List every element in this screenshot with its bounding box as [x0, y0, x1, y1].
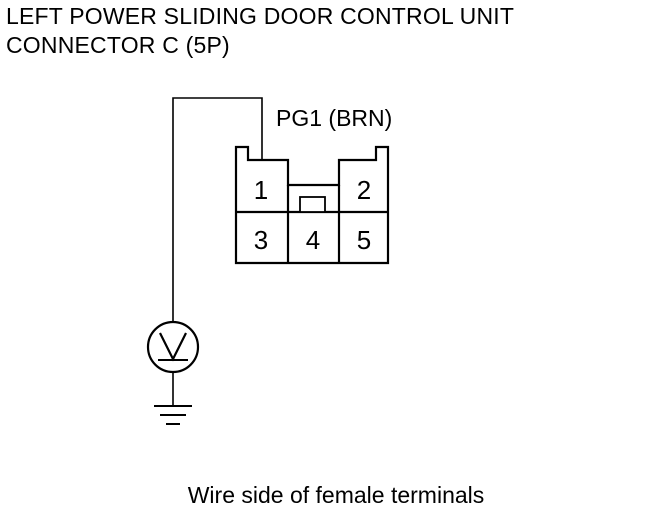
terminal-4: 4 — [306, 225, 320, 255]
ground-icon — [154, 405, 192, 425]
wire-label: PG1 (BRN) — [276, 105, 392, 131]
terminal-5: 5 — [357, 225, 371, 255]
diagram-caption: Wire side of female terminals — [187, 482, 485, 508]
title-line-2: CONNECTOR C (5P) — [6, 32, 230, 58]
terminal-2: 2 — [357, 175, 371, 205]
diagram-title: LEFT POWER SLIDING DOOR CONTROL UNIT CON… — [6, 2, 514, 60]
connector-lock-tab — [299, 196, 326, 213]
probe-wire — [172, 97, 263, 322]
voltmeter-icon — [146, 320, 200, 374]
terminal-1: 1 — [254, 175, 268, 205]
title-line-1: LEFT POWER SLIDING DOOR CONTROL UNIT — [6, 3, 515, 29]
terminal-3: 3 — [254, 225, 268, 255]
